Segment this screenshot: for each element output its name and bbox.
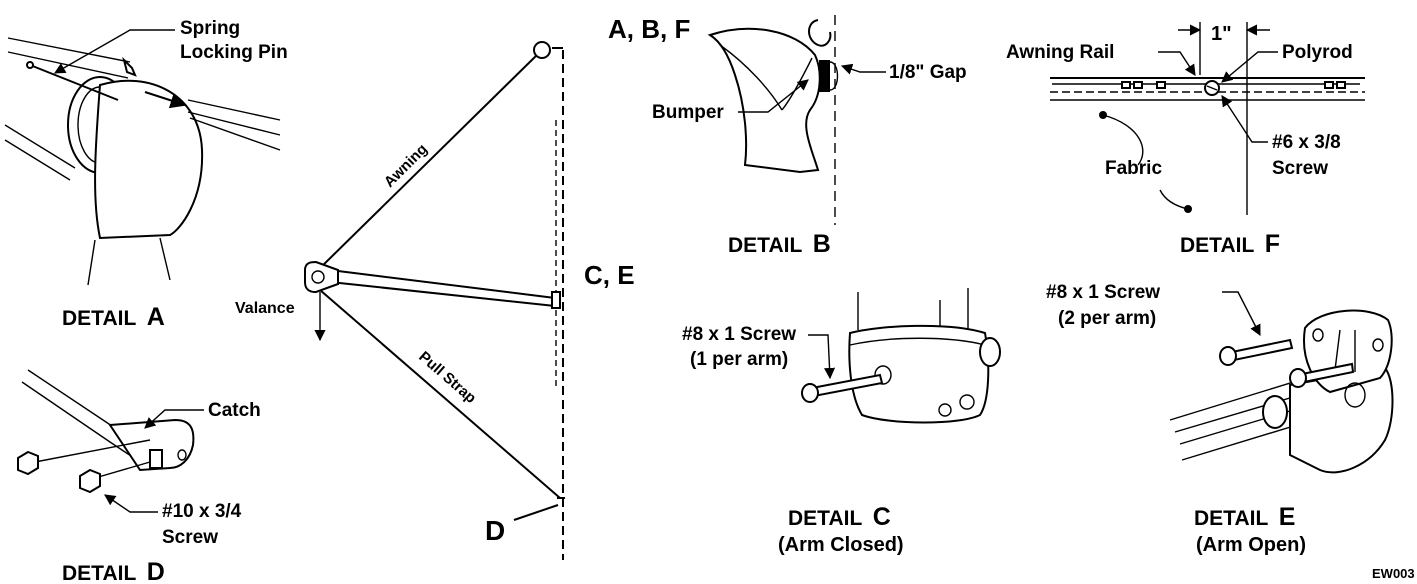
callout-line-1: Spring	[180, 18, 240, 39]
valance-fitting	[304, 260, 339, 342]
title-letter: C	[873, 503, 891, 531]
detail-b: 1/8" Gap Bumper DETAIL B	[652, 15, 967, 258]
screw-line-1: #8 x 1 Screw	[1046, 282, 1160, 303]
title-word: DETAIL	[62, 307, 136, 330]
screw-line-2: (1 per arm)	[690, 349, 788, 370]
detail-f-title: DETAIL F	[1180, 230, 1280, 258]
main-diagram: A, B, F C, E D Awning Pull Strap Valance	[235, 14, 690, 560]
screw-8-callout-e: #8 x 1 Screw (2 per arm)	[1046, 282, 1261, 336]
title-letter: A	[147, 303, 165, 331]
point-ce-label: C, E	[584, 260, 635, 290]
catch-callout: Catch	[144, 400, 261, 429]
detail-c-subtitle: (Arm Closed)	[778, 534, 904, 556]
fabric-label: Fabric	[1105, 158, 1162, 179]
arm-line	[329, 269, 556, 307]
detail-d-title: DETAIL D	[62, 558, 165, 584]
detail-d: Catch #10 x 3/4 Screw DETAIL D	[17, 369, 261, 584]
detail-f-drawing	[1050, 22, 1365, 215]
screw-line-2: Screw	[1272, 158, 1328, 179]
detail-e-subtitle: (Arm Open)	[1196, 534, 1306, 556]
title-letter: E	[1279, 503, 1296, 531]
detail-b-drawing	[707, 19, 839, 174]
valance-label: Valance	[235, 300, 295, 317]
detail-c-drawing	[801, 288, 1001, 424]
detail-c-title: DETAIL C	[788, 503, 891, 531]
gap-label: 1/8" Gap	[889, 62, 967, 83]
screw-line-2: Screw	[162, 527, 218, 548]
detail-e-drawing	[1169, 309, 1394, 474]
pull-strap-label: Pull Strap	[415, 348, 479, 407]
polyrod-callout: Polyrod	[1221, 42, 1353, 83]
detail-a-title: DETAIL A	[62, 303, 165, 331]
screw-line-2: (2 per arm)	[1058, 308, 1156, 329]
title-letter: B	[813, 230, 831, 258]
screw-6-callout: #6 x 3/8 Screw	[1221, 95, 1341, 179]
bumper-label: Bumper	[652, 102, 724, 123]
screw-line-1: #10 x 3/4	[162, 501, 242, 522]
point-abf-label: A, B, F	[608, 14, 690, 44]
point-d-label: D	[485, 515, 505, 546]
detail-a: Spring Locking Pin DETAIL A	[4, 18, 288, 331]
detail-c: #8 x 1 Screw (1 per arm) DETAIL C (Arm C…	[682, 288, 1001, 556]
gap-callout: 1/8" Gap	[840, 62, 967, 83]
title-word: DETAIL	[62, 562, 136, 584]
detail-f: 1" Awning Rail Polyrod #6 x 3/8 Screw Fa…	[1006, 22, 1365, 258]
screw-8-callout-c: #8 x 1 Screw (1 per arm)	[682, 324, 836, 380]
title-word: DETAIL	[788, 507, 862, 530]
title-word: DETAIL	[1194, 507, 1268, 530]
spring-locking-pin-callout: Spring Locking Pin	[54, 18, 288, 109]
awning-rail-callout: Awning Rail	[1006, 42, 1196, 76]
bumper-callout: Bumper	[652, 79, 809, 123]
screw-10-callout: #10 x 3/4 Screw	[104, 494, 242, 548]
detail-d-drawing	[17, 369, 195, 494]
pull-strap-line	[319, 289, 561, 499]
title-letter: F	[1265, 230, 1280, 258]
figure-code: EW003	[1372, 566, 1415, 581]
detail-b-title: DETAIL B	[728, 230, 831, 258]
detail-e-title: DETAIL E	[1194, 503, 1295, 531]
polyrod-label: Polyrod	[1282, 42, 1353, 63]
detail-e: #8 x 1 Screw (2 per arm) DETAIL E (Arm O…	[1046, 282, 1394, 556]
title-letter: D	[147, 558, 165, 584]
title-word: DETAIL	[1180, 234, 1254, 257]
detail-a-drawing	[4, 37, 281, 286]
catch-label: Catch	[208, 400, 261, 421]
screw-line-1: #8 x 1 Screw	[682, 324, 796, 345]
callout-line-2: Locking Pin	[180, 42, 288, 63]
screw-line-1: #6 x 3/8	[1272, 132, 1341, 153]
awning-line	[315, 51, 541, 273]
rail-label: Awning Rail	[1006, 42, 1114, 63]
title-word: DETAIL	[728, 234, 802, 257]
dimension-label: 1"	[1211, 23, 1232, 45]
